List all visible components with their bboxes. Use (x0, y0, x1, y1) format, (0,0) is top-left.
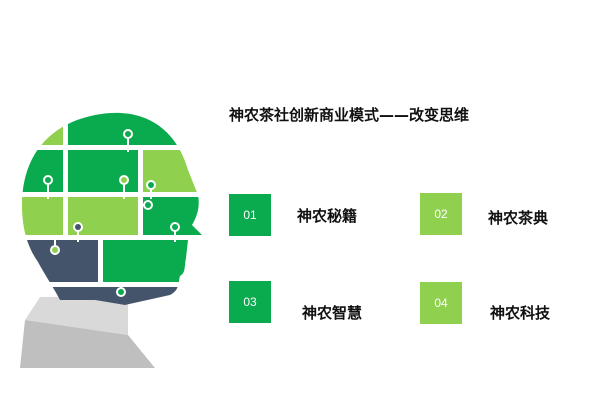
item-number-badge: 02 (420, 193, 462, 235)
item-label: 神农科技 (490, 304, 551, 322)
item-label: 神农茶典 (488, 209, 549, 227)
item-number-badge: 04 (420, 282, 462, 324)
item-label: 神农智慧 (302, 304, 363, 322)
item-number-badge: 01 (229, 194, 271, 236)
item-label: 神农秘籍 (297, 207, 358, 225)
item-number-badge: 03 (229, 281, 271, 323)
slide-title: 神农茶社创新商业模式——改变思维 (229, 106, 470, 124)
